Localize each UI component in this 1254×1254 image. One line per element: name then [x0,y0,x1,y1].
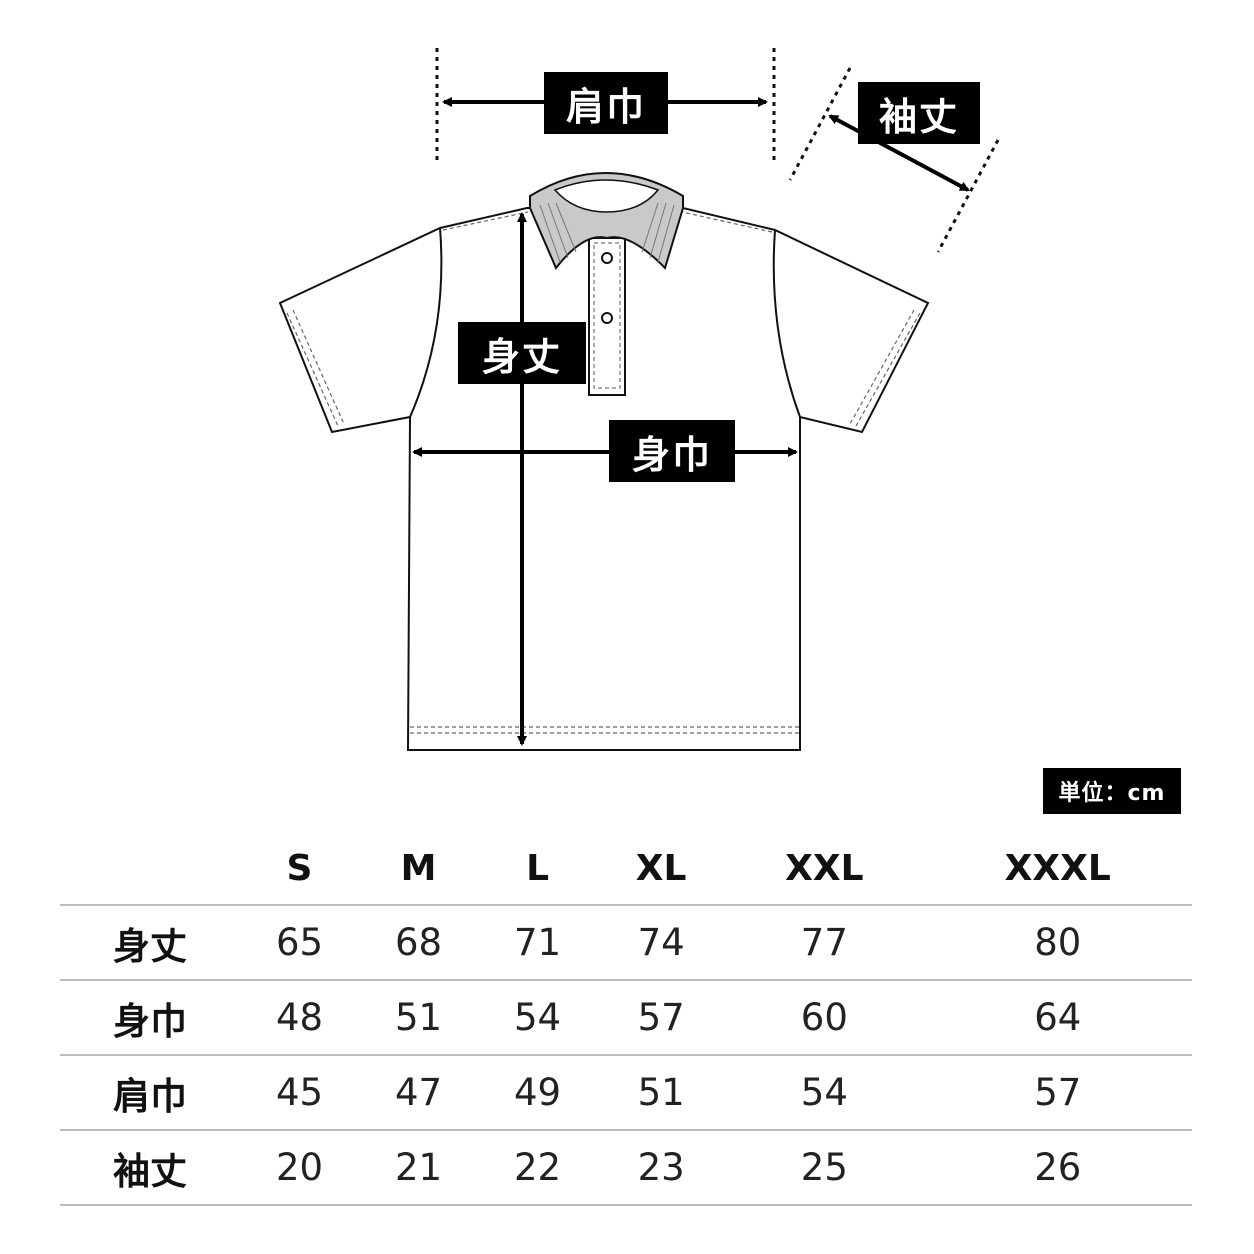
size-header: XXL [725,832,924,906]
button-top-icon [601,252,613,264]
size-header: L [478,832,598,906]
table-cell: 65 [240,905,360,981]
unit-badge: 単位：cm [1043,768,1181,814]
sleeve-length-label: 袖丈 [858,82,980,144]
table-cell: 21 [359,1130,479,1206]
polo-shirt-diagram: 肩巾 袖丈 身丈 身巾 [278,48,1000,751]
body-width-label: 身巾 [609,420,735,482]
body-length-label: 身丈 [458,322,586,384]
table-cell: 80 [923,905,1192,981]
table-cell: 57 [923,1055,1192,1131]
table-cell: 64 [923,980,1192,1056]
table-cell: 48 [240,980,360,1056]
table-cell: 47 [359,1055,479,1131]
row-label: 肩巾 [60,1055,240,1131]
table-cell: 22 [478,1130,598,1206]
polo-shirt-illustration [278,48,1000,751]
placket [588,237,626,396]
guide-lines [435,48,1000,253]
table-cell: 54 [725,1055,924,1131]
row-label: 身巾 [60,980,240,1056]
corner-cell [60,832,240,906]
table-cell: 74 [597,905,726,981]
size-header: M [359,832,479,906]
stitch-lines [286,211,921,734]
size-header-row: S M L XL XXL XXXL [60,832,1192,906]
row-label: 身丈 [60,905,240,981]
table-row: 肩巾 45 47 49 51 54 57 [60,1055,1192,1131]
table-cell: 26 [923,1130,1192,1206]
table-cell: 23 [597,1130,726,1206]
row-label: 袖丈 [60,1130,240,1206]
size-header: XXXL [923,832,1192,906]
size-table: S M L XL XXL XXXL 身丈 65 68 71 74 77 80 身… [60,832,1192,1206]
table-cell: 77 [725,905,924,981]
table-cell: 57 [597,980,726,1056]
table-row: 袖丈 20 21 22 23 25 26 [60,1130,1192,1206]
size-header: XL [597,832,726,906]
collar [529,172,684,270]
table-cell: 51 [597,1055,726,1131]
shoulder-width-label: 肩巾 [544,72,668,134]
shirt-outline [278,207,930,751]
table-cell: 20 [240,1130,360,1206]
table-cell: 49 [478,1055,598,1131]
table-row: 身巾 48 51 54 57 60 64 [60,980,1192,1056]
button-bottom-icon [601,312,613,324]
table-cell: 60 [725,980,924,1056]
sleeve-length-arrow [828,114,970,192]
table-row: 身丈 65 68 71 74 77 80 [60,905,1192,981]
table-cell: 51 [359,980,479,1056]
table-cell: 68 [359,905,479,981]
table-cell: 25 [725,1130,924,1206]
table-cell: 71 [478,905,598,981]
table-cell: 45 [240,1055,360,1131]
table-cell: 54 [478,980,598,1056]
size-header: S [240,832,360,906]
